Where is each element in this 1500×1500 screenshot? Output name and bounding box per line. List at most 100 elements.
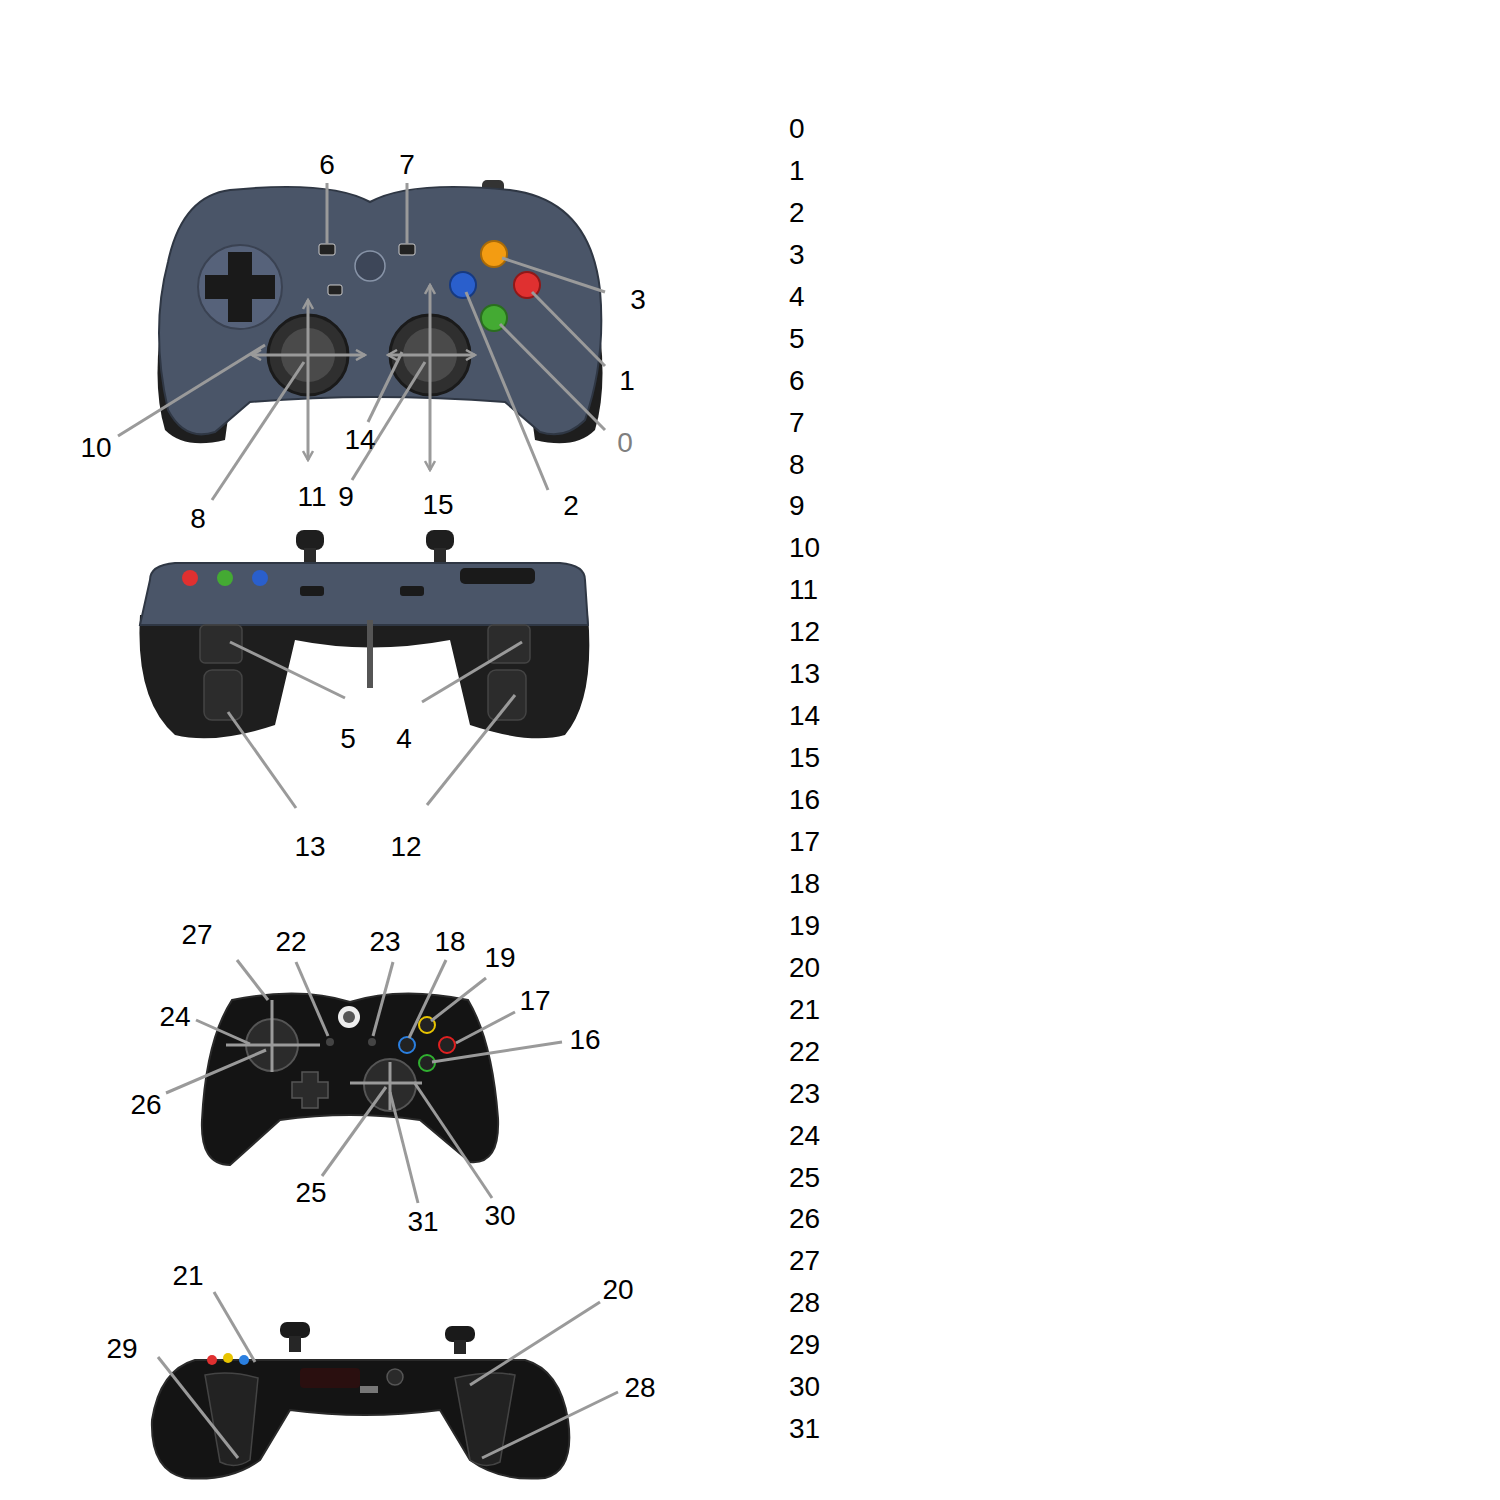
leader-line	[228, 712, 296, 808]
index-number: 22	[789, 1038, 820, 1066]
index-number: 20	[789, 954, 820, 982]
xbox-top-view	[166, 960, 562, 1203]
callout-number: 12	[390, 833, 421, 861]
index-number: 10	[789, 534, 820, 562]
callout-number: 4	[396, 725, 412, 753]
index-number: 21	[789, 996, 820, 1024]
callout-number: 29	[106, 1335, 137, 1363]
leader-line	[482, 1392, 618, 1458]
right-stick	[364, 1059, 416, 1111]
callout-number: 31	[407, 1208, 438, 1236]
axis-line	[389, 1062, 392, 1110]
callout-number: 7	[399, 151, 415, 179]
leader-line	[322, 1087, 386, 1176]
axis-line	[350, 1082, 422, 1085]
leader-line	[237, 960, 268, 1000]
left-trigger	[204, 670, 242, 720]
callout-number: 2	[563, 492, 579, 520]
right-trigger	[488, 670, 526, 720]
view-button	[326, 1038, 334, 1046]
index-number: 2	[789, 199, 805, 227]
axis-line	[271, 1000, 274, 1072]
x-button	[239, 1355, 249, 1365]
index-number: 11	[789, 576, 818, 604]
index-number: 26	[789, 1205, 820, 1233]
right-stick-top	[426, 530, 454, 550]
callout-number: 9	[338, 483, 354, 511]
callout-number: 28	[624, 1374, 655, 1402]
callout-number: 27	[181, 921, 212, 949]
index-number: 16	[789, 786, 820, 814]
dpad-edge	[460, 568, 535, 584]
front-grips	[139, 615, 589, 738]
xbox-front-view	[152, 1292, 618, 1479]
callout-number: 6	[319, 151, 335, 179]
right-stick-top	[445, 1326, 475, 1342]
leader-line	[326, 183, 329, 244]
gamepad-body	[159, 187, 601, 435]
callout-number: 8	[190, 505, 206, 533]
front-panel	[300, 1368, 360, 1388]
start-button	[400, 586, 424, 596]
index-number: 19	[789, 912, 820, 940]
x-button	[252, 570, 268, 586]
leader-line	[427, 695, 515, 805]
x-button	[399, 1037, 415, 1053]
callout-number: 30	[484, 1202, 515, 1230]
leader-line	[414, 1082, 492, 1198]
callout-number: 16	[569, 1026, 600, 1054]
leader-line	[373, 962, 393, 1036]
right-stick-shaft	[454, 1340, 466, 1354]
index-number: 27	[789, 1247, 820, 1275]
index-number: 7	[789, 409, 805, 437]
usb-port	[360, 1386, 378, 1393]
index-number: 3	[789, 241, 805, 269]
callout-number: 26	[130, 1091, 161, 1119]
axis-arrow	[429, 285, 432, 470]
logo-badge	[355, 251, 385, 281]
leader-lines	[118, 183, 605, 500]
leader-line	[196, 1020, 250, 1044]
left-stick-top	[280, 1322, 310, 1338]
callout-number: 11	[297, 483, 326, 511]
leader-line	[296, 962, 328, 1036]
leader-line	[166, 1050, 266, 1093]
leader-line	[368, 352, 402, 422]
callout-number: 24	[159, 1003, 190, 1031]
index-number: 23	[789, 1080, 820, 1108]
index-number: 14	[789, 702, 820, 730]
index-number: 24	[789, 1122, 820, 1150]
leader-line	[431, 978, 486, 1021]
index-number: 12	[789, 618, 820, 646]
index-number: 8	[789, 451, 805, 479]
mode-button	[328, 285, 342, 295]
callout-number: 15	[422, 491, 453, 519]
leader-lines	[158, 1292, 618, 1458]
dpad	[292, 1072, 328, 1108]
xbox-logo	[338, 1006, 360, 1028]
left-stick-top	[296, 530, 324, 550]
leader-line	[352, 362, 425, 480]
b-button	[439, 1037, 455, 1053]
b-button	[207, 1355, 217, 1365]
gamepad-front-view	[139, 530, 589, 808]
leader-line	[456, 1012, 515, 1043]
index-number: 6	[789, 367, 805, 395]
index-number: 5	[789, 325, 805, 353]
gamepad-body	[152, 1360, 569, 1479]
back-button	[319, 244, 335, 255]
callout-number: 20	[602, 1276, 633, 1304]
callout-number: 18	[434, 928, 465, 956]
leader-line	[502, 258, 605, 292]
leader-line	[118, 345, 265, 436]
leader-line	[466, 292, 548, 490]
y-button	[223, 1353, 233, 1363]
index-number: 31	[789, 1415, 820, 1443]
leader-line	[432, 1042, 562, 1062]
dpad-well	[198, 245, 282, 329]
leader-line	[214, 1292, 255, 1362]
right-trigger	[455, 1373, 515, 1465]
axis-arrow	[307, 300, 310, 460]
leader-line	[406, 183, 409, 244]
